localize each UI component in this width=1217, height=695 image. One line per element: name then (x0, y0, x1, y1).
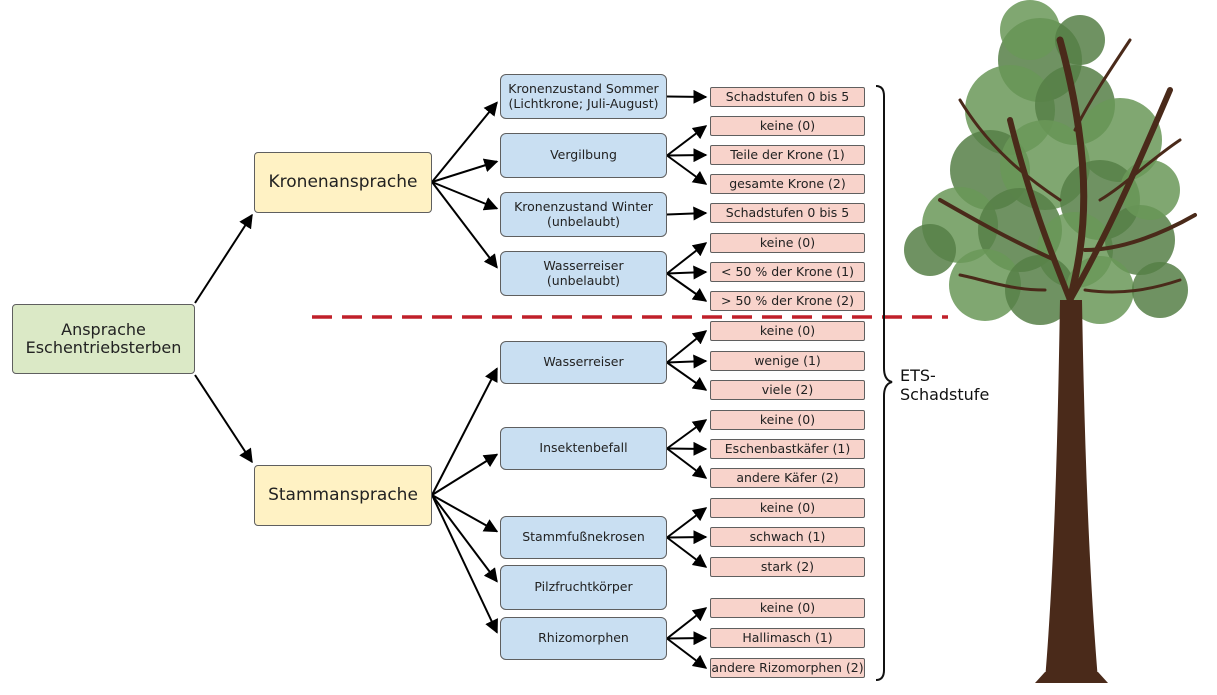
tree-roots (1035, 672, 1108, 683)
arrow-crown-to-category-0 (431, 101, 498, 183)
tree-trunk (1045, 300, 1098, 680)
arrow-crown-category-2-to-option-0 (666, 206, 708, 221)
arrow-stem-category-4-to-option-2 (666, 637, 708, 669)
ets-damage-level-label: ETS- Schadstufe (900, 366, 990, 405)
arrow-crown-to-category-3 (431, 181, 498, 269)
crown-category-3-option-1: < 50 % der Krone (1) (710, 262, 865, 282)
foliage-blob (1000, 0, 1060, 60)
arrow-stem-category-0-to-option-2 (666, 361, 708, 391)
foliage-blob (1132, 262, 1188, 318)
crown-category-1-option-2: gesamte Krone (2) (710, 174, 865, 194)
arrow-crown-category-1-to-option-0 (666, 125, 708, 157)
stem-category-3: Pilzfruchtkörper (500, 565, 667, 610)
stem-category-4-option-2: andere Rizomorphen (2) (710, 658, 865, 678)
arrow-stem-category-0-to-option-0 (666, 330, 708, 364)
crown-category-0: Kronenzustand Sommer (Lichtkrone; Juli-A… (500, 74, 667, 119)
stem-category-2: Stammfußnekrosen (500, 516, 667, 559)
crown-category-2-option-0: Schadstufen 0 bis 5 (710, 203, 865, 223)
arrow-crown-category-3-to-option-1 (666, 265, 708, 280)
crown-category-3: Wasserreiser (unbelaubt) (500, 251, 667, 296)
stem-category-4-option-0: keine (0) (710, 598, 865, 618)
arrow-stem-to-category-0 (431, 367, 498, 496)
arrow-root-to-crown (194, 213, 253, 304)
arrow-crown-category-0-to-option-0 (666, 89, 708, 104)
arrow-stem-category-1-to-option-1 (666, 441, 708, 456)
stem-category-2-option-1: schwach (1) (710, 527, 865, 547)
root-box: Ansprache Eschentriebsterben (12, 304, 195, 374)
arrow-stem-to-category-1 (431, 453, 499, 496)
stem-category-1: Insektenbefall (500, 427, 667, 470)
stem-category-1-option-1: Eschenbastkäfer (1) (710, 439, 865, 459)
arrow-stem-to-category-3 (431, 494, 498, 583)
stem-category-2-option-2: stark (2) (710, 557, 865, 577)
stem-category-1-option-0: keine (0) (710, 410, 865, 430)
arrow-crown-category-3-to-option-2 (666, 272, 708, 302)
crown-category-1: Vergilbung (500, 133, 667, 178)
arrow-stem-category-2-to-option-0 (666, 507, 708, 539)
arrow-stem-category-4-to-option-1 (666, 631, 708, 646)
arrow-root-to-stem (194, 374, 253, 464)
crown-category-3-option-2: > 50 % der Krone (2) (710, 291, 865, 311)
arrow-stem-category-0-to-option-1 (666, 354, 708, 369)
arrow-stem-category-2-to-option-1 (666, 530, 708, 545)
stem-category-0: Wasserreiser (500, 341, 667, 384)
crown-category-3-option-0: keine (0) (710, 233, 865, 253)
crown-category-1-option-0: keine (0) (710, 116, 865, 136)
stem-category-0-option-1: wenige (1) (710, 351, 865, 371)
foliage-blob (1055, 15, 1105, 65)
arrow-crown-category-3-to-option-0 (666, 242, 708, 275)
arrow-stem-to-category-2 (431, 494, 499, 533)
stem-assessment-box: Stammansprache (254, 465, 432, 526)
arrow-crown-to-category-2 (431, 181, 499, 211)
arrow-crown-to-category-1 (431, 158, 499, 183)
foliage-blob (904, 224, 956, 276)
arrow-stem-to-category-4 (431, 494, 498, 634)
crown-category-2: Kronenzustand Winter (unbelaubt) (500, 192, 667, 237)
stem-category-0-option-0: keine (0) (710, 321, 865, 341)
stem-category-0-option-2: viele (2) (710, 380, 865, 400)
foliage-blob (949, 249, 1021, 321)
stem-category-2-option-0: keine (0) (710, 498, 865, 518)
stem-category-1-option-2: andere Käfer (2) (710, 468, 865, 488)
stem-category-4: Rhizomorphen (500, 617, 667, 660)
result-brace (875, 85, 893, 681)
arrow-crown-category-1-to-option-1 (666, 148, 708, 163)
crown-category-1-option-1: Teile der Krone (1) (710, 145, 865, 165)
arrow-crown-category-1-to-option-2 (666, 154, 708, 185)
stem-category-4-option-1: Hallimasch (1) (710, 628, 865, 648)
arrow-stem-category-4-to-option-0 (666, 607, 708, 640)
crown-category-0-option-0: Schadstufen 0 bis 5 (710, 87, 865, 107)
crown-assessment-box: Kronenansprache (254, 152, 432, 213)
arrow-stem-category-1-to-option-2 (666, 447, 708, 479)
tree-branches (938, 36, 1197, 304)
arrow-stem-category-2-to-option-2 (666, 536, 708, 568)
arrow-stem-category-1-to-option-0 (666, 419, 708, 450)
